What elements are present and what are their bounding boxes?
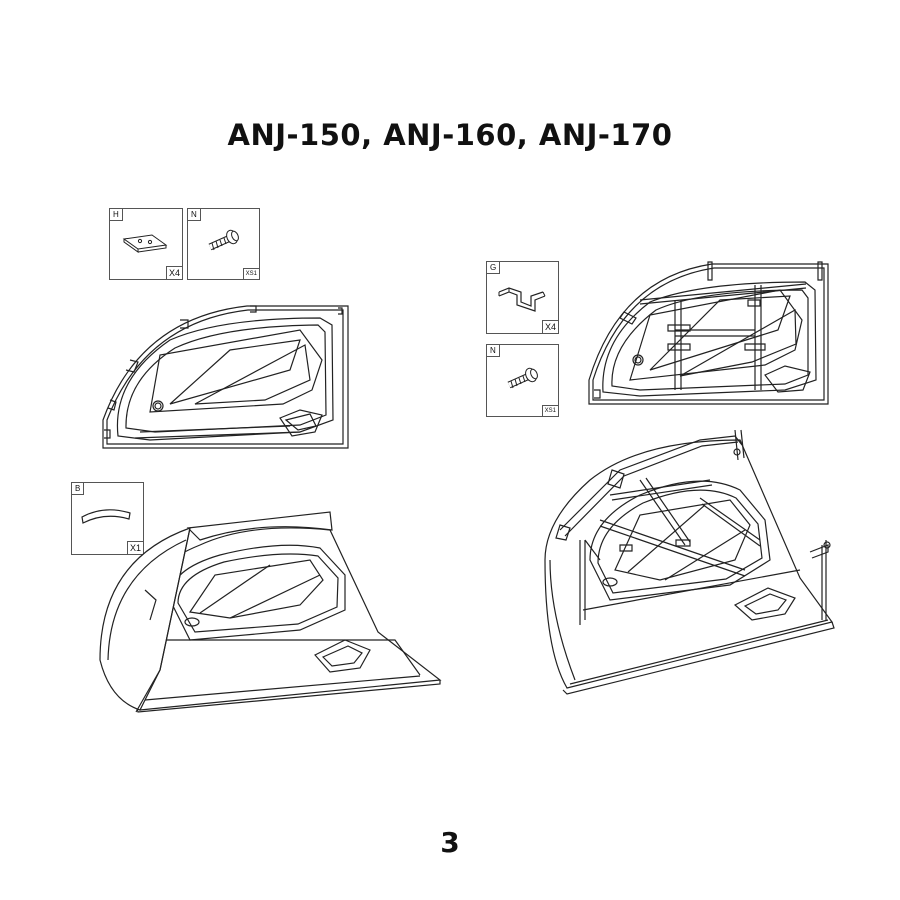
part-letter: B (72, 483, 85, 495)
screw-icon (507, 367, 538, 389)
curved-panel-icon (81, 509, 131, 524)
part-letter: H (110, 209, 123, 221)
part-quantity: X4 (165, 266, 182, 279)
screw-icon (208, 229, 239, 251)
part-letter: N (487, 345, 500, 357)
page-number: 3 (440, 826, 460, 859)
part-box-n: N XS1 (187, 208, 260, 280)
page-title: ANJ-150, ANJ-160, ANJ-170 (227, 118, 673, 152)
part-letter: G (487, 262, 501, 274)
part-quantity: XS1 (242, 268, 259, 279)
part-box-h: H X4 (109, 208, 183, 280)
part-quantity: X4 (541, 320, 558, 333)
part-letter: N (188, 209, 201, 221)
part-box-g: G X4 (486, 261, 559, 334)
part-quantity: X1 (126, 541, 143, 554)
part-box-b: B X1 (71, 482, 144, 555)
part-quantity: XS1 (541, 405, 558, 416)
u-bracket-icon (498, 287, 546, 312)
mounting-bracket-icon (122, 234, 168, 253)
part-box-n: N XS1 (486, 344, 559, 417)
